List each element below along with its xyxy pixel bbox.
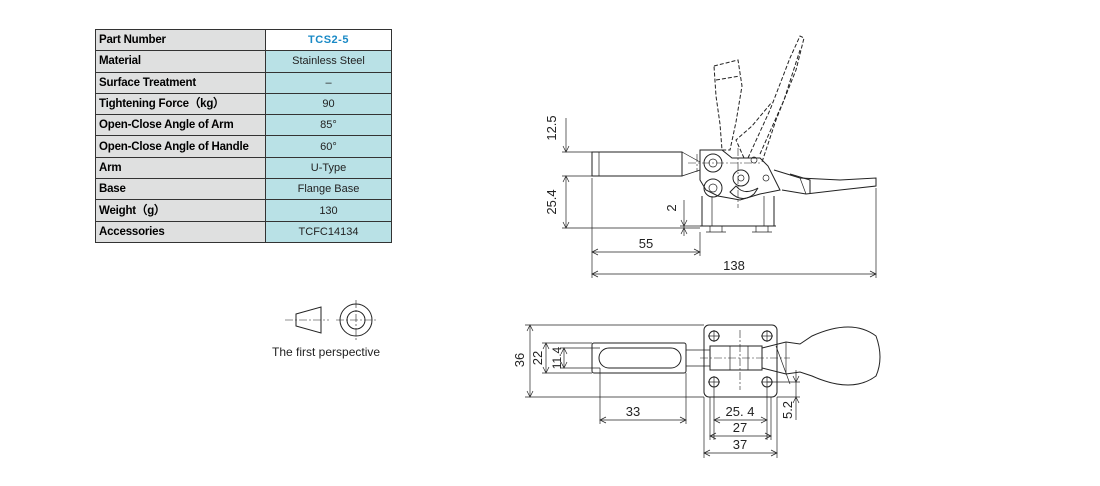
projection-label: The first perspective <box>272 345 381 359</box>
top-view: 36 22 11.4 33 25. 4 27 <box>512 324 881 458</box>
dim-overall-width: 36 <box>512 353 527 367</box>
side-view: 12.5 25.4 2 55 138 <box>544 35 877 278</box>
dim-slot-length: 33 <box>626 404 640 419</box>
spec-label: Part Number <box>95 28 266 52</box>
spec-row: Surface Treatment– <box>95 71 392 94</box>
spec-label: Material <box>95 50 266 73</box>
dim-base-length: 37 <box>733 437 747 452</box>
spec-value: 60° <box>265 135 392 158</box>
spec-value: 90 <box>265 92 392 116</box>
part-number-value: TCS2-5 <box>265 28 392 52</box>
spec-label: Weight（g） <box>95 199 266 222</box>
spec-label: Open-Close Angle of Arm <box>95 114 266 137</box>
spec-value: – <box>265 71 392 94</box>
spec-label: Accessories <box>95 220 266 243</box>
dim-arm-reach: 55 <box>639 236 653 251</box>
dim-slot-width: 11.4 <box>550 346 564 369</box>
dim-hole-offset: 5.2 <box>780 401 795 419</box>
spec-value: TCFC14134 <box>265 220 392 243</box>
dim-flange-thickness: 2 <box>664 204 679 211</box>
spec-value: 85° <box>265 114 392 137</box>
spec-row: Tightening Force（kg）90 <box>95 92 392 116</box>
spec-label: Surface Treatment <box>95 71 266 94</box>
dim-hole-spacing: 25. 4 <box>726 404 755 419</box>
dim-overall-length: 138 <box>723 258 745 273</box>
dim-arm-height: 12.5 <box>544 115 559 140</box>
spec-row: Weight（g）130 <box>95 199 392 222</box>
spec-label: Open-Close Angle of Handle <box>95 135 266 158</box>
first-angle-projection-symbol <box>285 300 376 340</box>
dim-base-inner-length: 27 <box>733 420 747 435</box>
dim-arm-width: 22 <box>530 351 545 365</box>
dim-base-height: 25.4 <box>544 189 559 214</box>
